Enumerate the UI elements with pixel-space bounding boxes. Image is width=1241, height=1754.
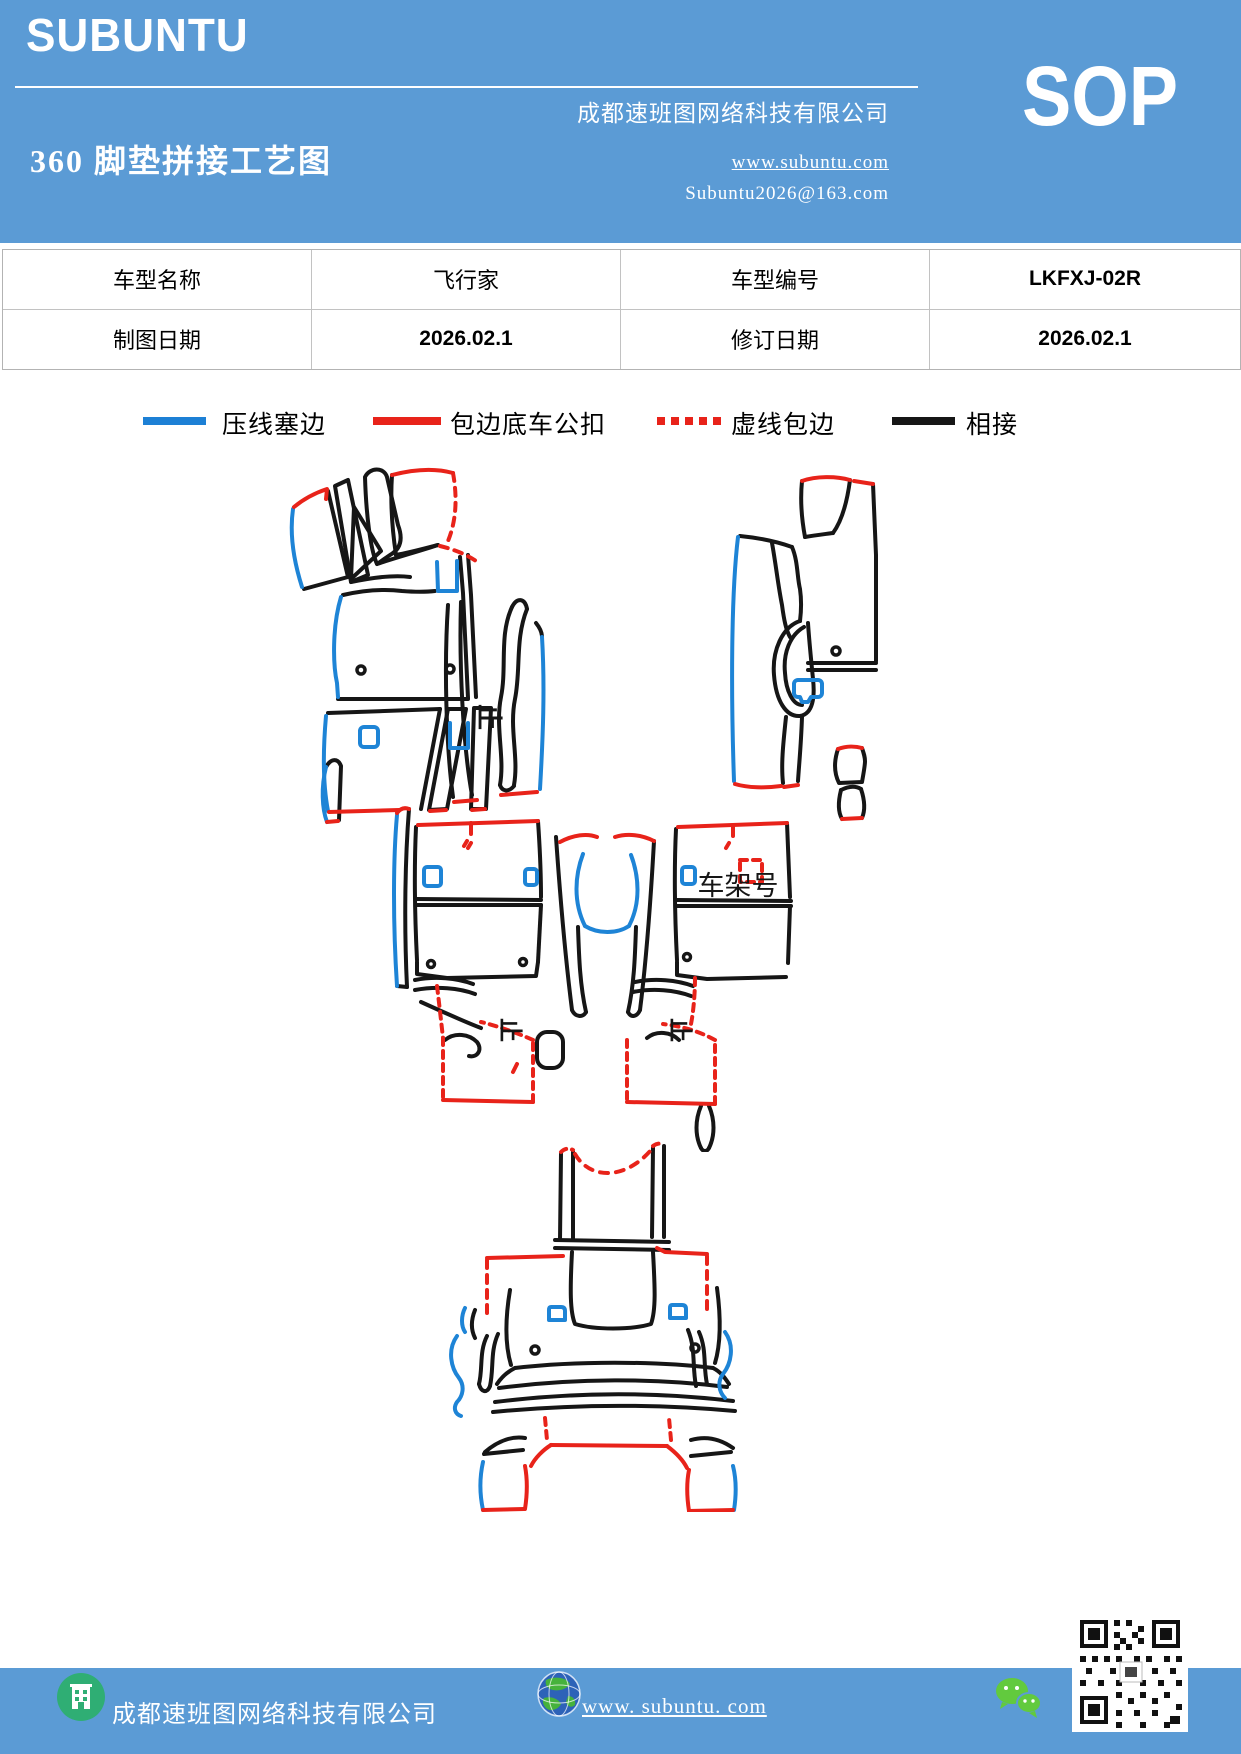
page-footer: 成都速班图网络科技有限公司 www. subuntu. com: [0, 1668, 1241, 1754]
draw-date-value: 2026.02.1: [312, 309, 621, 369]
sop-label: SOP: [1022, 49, 1179, 143]
building-icon: [57, 1673, 105, 1721]
legend-label-dotted: 虚线包边: [731, 412, 836, 439]
stop-mark-front-left: 止: [474, 704, 503, 730]
brand-logo-text: SUBUNTU: [26, 9, 249, 61]
globe-icon: [537, 1671, 581, 1717]
header-divider-line: [15, 86, 918, 88]
revise-date-value: 2026.02.1: [1038, 327, 1132, 351]
footer-company-name: 成都速班图网络科技有限公司: [112, 1702, 437, 1728]
wechat-icon: [996, 1678, 1042, 1718]
revise-date-label: 修订日期: [621, 309, 930, 369]
frame-number-label: 车架号: [698, 871, 779, 901]
header-company-name: 成都速班图网络科技有限公司: [577, 101, 889, 126]
stop-mark-row2-left: 止: [496, 1018, 523, 1042]
model-name-value: 飞行家: [312, 250, 621, 310]
draw-date-label: 制图日期: [3, 309, 312, 369]
line-legend: 压线塞边 包边底车公扣 虚线包边 相接: [0, 403, 1241, 443]
qr-code: [1072, 1612, 1188, 1732]
blue-line-swatch: [143, 417, 206, 425]
legend-label-blue: 压线塞边: [222, 412, 327, 439]
footer-website-link[interactable]: www. subuntu. com: [582, 1694, 767, 1718]
front-left-mat-diagram: 止: [280, 465, 555, 837]
header-website-link[interactable]: www.subuntu.com: [731, 152, 889, 173]
front-right-mat-diagram: [720, 465, 882, 835]
page-title: 360 脚垫拼接工艺图: [30, 143, 333, 179]
stop-mark-row2-right: 止: [666, 1018, 693, 1042]
model-name-label: 车型名称: [3, 250, 312, 310]
model-code-label: 车型编号: [621, 250, 930, 310]
page-header: SUBUNTU 360 脚垫拼接工艺图 成都速班图网络科技有限公司 www.su…: [0, 0, 1241, 243]
second-row-mat-diagram: 车架号 止 止: [385, 800, 797, 1152]
red-line-swatch: [373, 417, 441, 425]
legend-label-black: 相接: [966, 412, 1019, 439]
trunk-mat-diagram: [395, 1140, 745, 1512]
legend-label-red: 包边底车公扣: [450, 412, 607, 439]
model-code-value: LKFXJ-02R: [930, 250, 1240, 310]
header-email: Subuntu2026@163.com: [685, 183, 889, 204]
vehicle-info-table: 车型名称 飞行家 车型编号 LKFXJ-02R 制图日期 2026.02.1 修…: [2, 249, 1241, 370]
red-dotted-line-swatch: [657, 417, 721, 425]
black-line-swatch: [892, 417, 955, 425]
